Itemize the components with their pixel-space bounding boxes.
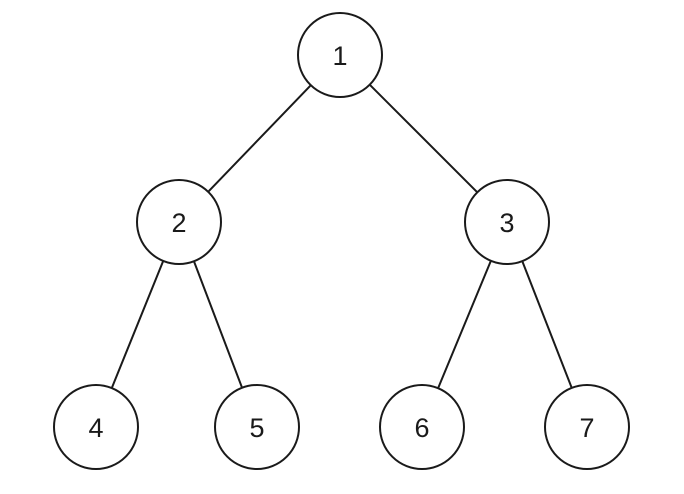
tree-node[interactable]: 4 (53, 384, 139, 470)
tree-node[interactable]: 7 (544, 384, 630, 470)
node-circle[interactable] (379, 384, 465, 470)
edge-layer (110, 83, 573, 390)
node-label: 7 (579, 413, 594, 443)
tree-edge (207, 84, 312, 193)
node-circle[interactable] (297, 12, 383, 98)
node-circle[interactable] (136, 179, 222, 265)
tree-node[interactable]: 5 (214, 384, 300, 470)
node-circle[interactable] (464, 179, 550, 265)
node-label: 5 (249, 413, 264, 443)
node-circle[interactable] (53, 384, 139, 470)
tree-node[interactable]: 1 (297, 12, 383, 98)
tree-edge (521, 260, 573, 389)
tree-node[interactable]: 2 (136, 179, 222, 265)
node-circle[interactable] (214, 384, 300, 470)
node-label: 3 (499, 208, 514, 238)
tree-edge (192, 260, 244, 389)
tree-edge (110, 259, 165, 390)
tree-edge (437, 259, 492, 390)
node-layer: 1 2 3 4 5 6 7 (53, 12, 630, 470)
node-label: 4 (88, 413, 103, 443)
node-label: 2 (171, 208, 186, 238)
node-label: 1 (332, 41, 347, 71)
tree-edge (368, 83, 479, 194)
node-label: 6 (414, 413, 429, 443)
node-circle[interactable] (544, 384, 630, 470)
tree-node[interactable]: 6 (379, 384, 465, 470)
tree-node[interactable]: 3 (464, 179, 550, 265)
